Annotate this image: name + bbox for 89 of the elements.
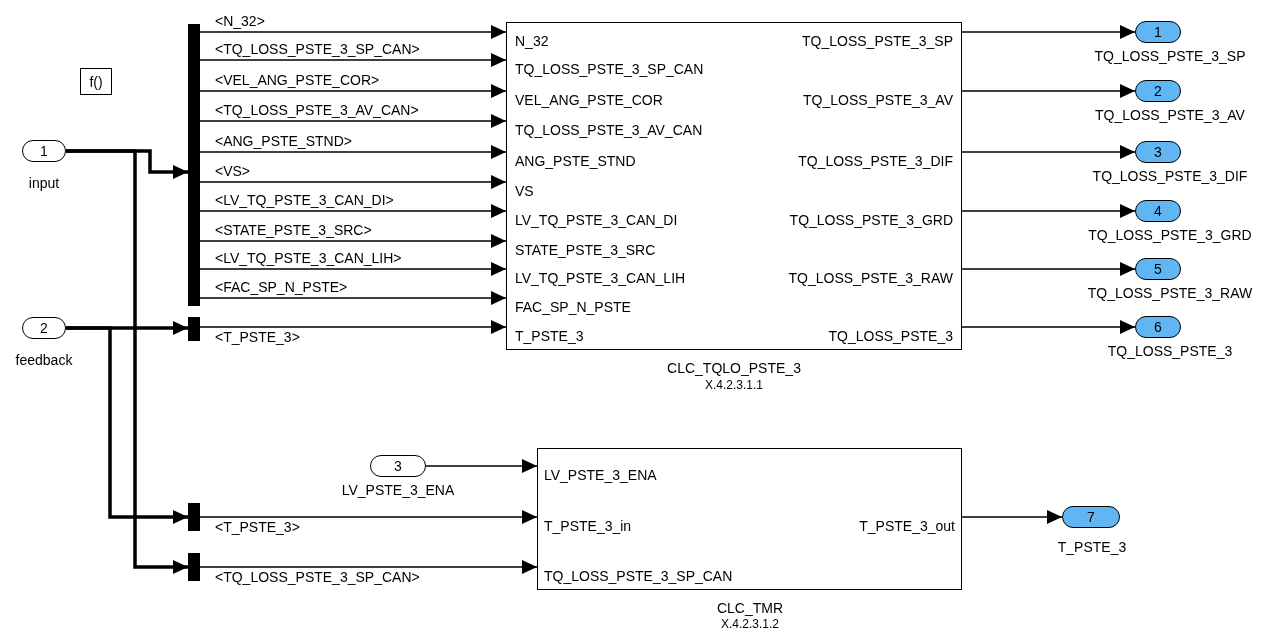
port-name: feedback (15, 352, 73, 368)
port-name: T_PSTE_3 (1057, 539, 1127, 555)
signal-label: <T_PSTE_3> (215, 330, 300, 345)
signal-arrow (961, 510, 1063, 524)
port-label: TQ_LOSS_PSTE_3_GRD (789, 212, 953, 228)
signal-arrow (199, 204, 507, 218)
block-name: CLC_TQLO_PSTE_3 (667, 360, 801, 376)
port-label: TQ_LOSS_PSTE_3_SP_CAN (515, 61, 704, 77)
port-number: 5 (1153, 261, 1163, 277)
bus-selector-bar (188, 553, 200, 581)
bus-selector-bar (188, 503, 200, 531)
port-label: T_PSTE_3_out (859, 518, 955, 534)
port-label: VEL_ANG_PSTE_COR (515, 92, 663, 108)
bus-selector-bar (188, 24, 200, 306)
bus-selector-bar (188, 317, 200, 341)
signal-arrow (199, 320, 507, 334)
subsystem-block (537, 448, 962, 590)
signal-arrow (199, 145, 507, 159)
port-name: input (28, 175, 60, 191)
port-label: TQ_LOSS_PSTE_3_AV_CAN (515, 122, 703, 138)
signal-label: <VS> (215, 164, 251, 179)
port-number: 4 (1153, 203, 1163, 219)
port-name: TQ_LOSS_PSTE_3_RAW (1087, 285, 1253, 301)
signal-arrow (199, 291, 507, 305)
port-label: VS (515, 183, 534, 199)
signal-label: <LV_TQ_PSTE_3_CAN_LIH> (215, 251, 402, 266)
signal-arrow (961, 145, 1136, 159)
signal-arrow (199, 53, 507, 67)
signal-label: <ANG_PSTE_STND> (215, 134, 352, 149)
block-name: CLC_TMR (716, 600, 784, 616)
port-number: 2 (39, 320, 49, 336)
signal-label: <N_32> (215, 14, 265, 29)
signal-arrow (961, 320, 1136, 334)
signal-arrow (961, 262, 1136, 276)
subsystem-block (80, 68, 112, 95)
signal-arrow (199, 510, 538, 524)
port-number: 2 (1153, 83, 1163, 99)
port-number: 6 (1153, 319, 1163, 335)
port-number: 3 (1153, 144, 1163, 160)
port-label: LV_TQ_PSTE_3_CAN_DI (515, 212, 678, 228)
signal-arrow (199, 25, 507, 39)
signal-label: <LV_TQ_PSTE_3_CAN_DI> (215, 193, 394, 208)
signal-label: <TQ_LOSS_PSTE_3_AV_CAN> (215, 103, 419, 118)
signal-arrow (961, 25, 1136, 39)
port-label: LV_TQ_PSTE_3_CAN_LIH (515, 270, 686, 286)
function-label: f() (88, 73, 104, 90)
block-id: X.4.2.3.1.2 (721, 616, 779, 632)
port-label: T_PSTE_3 (515, 328, 584, 344)
port-label: TQ_LOSS_PSTE_3 (828, 328, 953, 344)
port-label: TQ_LOSS_PSTE_3_SP (802, 33, 953, 49)
signal-label: <TQ_LOSS_PSTE_3_SP_CAN> (215, 570, 420, 585)
signal-arrow (425, 459, 538, 473)
signal-arrow (199, 114, 507, 128)
port-number: 7 (1086, 509, 1096, 525)
port-number: 1 (39, 143, 49, 159)
port-label: N_32 (515, 33, 549, 49)
signal-label: <TQ_LOSS_PSTE_3_SP_CAN> (215, 42, 420, 57)
port-label: TQ_LOSS_PSTE_3_DIF (798, 153, 953, 169)
signal-arrow (199, 175, 507, 189)
bus-line (66, 149, 188, 574)
port-label: ANG_PSTE_STND (515, 153, 636, 169)
port-name: TQ_LOSS_PSTE_3 (1107, 343, 1233, 359)
signal-label: <VEL_ANG_PSTE_COR> (215, 73, 380, 88)
port-label: TQ_LOSS_PSTE_3_AV (803, 92, 953, 108)
port-name: TQ_LOSS_PSTE_3_SP (1094, 48, 1246, 64)
bus-line (66, 326, 188, 524)
port-label: STATE_PSTE_3_SRC (515, 242, 656, 258)
signal-label: <T_PSTE_3> (215, 520, 300, 535)
signal-arrow (199, 262, 507, 276)
port-name: TQ_LOSS_PSTE_3_DIF (1092, 168, 1248, 184)
signal-arrow (961, 204, 1136, 218)
signal-arrow (199, 560, 538, 574)
subsystem-block (506, 22, 962, 350)
port-name: LV_PSTE_3_ENA (341, 482, 455, 498)
signal-label: <FAC_SP_N_PSTE> (215, 280, 348, 295)
signal-arrow (199, 84, 507, 98)
port-label: LV_PSTE_3_ENA (544, 467, 657, 483)
port-label: TQ_LOSS_PSTE_3_RAW (788, 270, 953, 286)
port-label: FAC_SP_N_PSTE (515, 299, 631, 315)
signal-arrow (961, 84, 1136, 98)
port-label: TQ_LOSS_PSTE_3_SP_CAN (544, 568, 733, 584)
port-number: 1 (1153, 24, 1163, 40)
port-name: TQ_LOSS_PSTE_3_GRD (1088, 227, 1252, 243)
signal-label: <STATE_PSTE_3_SRC> (215, 223, 372, 238)
port-label: T_PSTE_3_in (544, 518, 632, 534)
port-name: TQ_LOSS_PSTE_3_AV (1095, 107, 1245, 123)
block-id: X.4.2.3.1.1 (705, 377, 763, 393)
port-number: 3 (393, 458, 403, 474)
signal-arrow (199, 234, 507, 248)
